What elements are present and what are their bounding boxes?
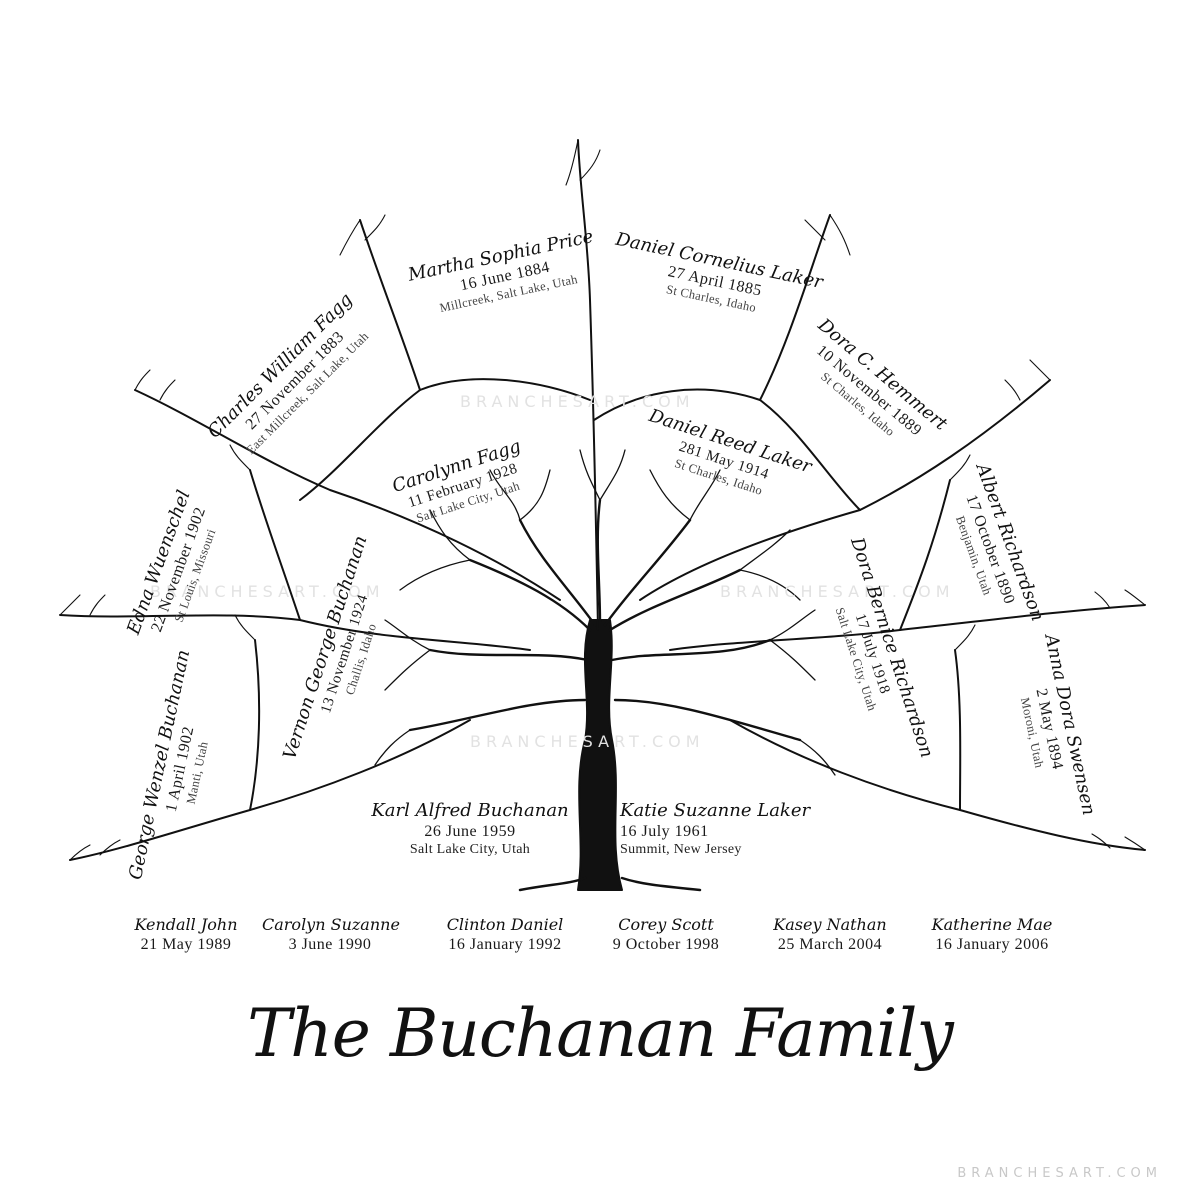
person-name: Corey Scott (618, 915, 714, 934)
birth-date: 9 October 1998 (612, 936, 720, 953)
person-name: Katherine Mae (931, 915, 1053, 934)
watermark-footer: BRANCHESART.COM (957, 1166, 1162, 1181)
child-card: Kasey Nathan 25 March 2004 (755, 915, 905, 955)
child-card: Kendall John 21 May 1989 (118, 915, 254, 955)
watermark: BRANCHESART.COM (720, 582, 955, 601)
watermark: BRANCHESART.COM (460, 392, 695, 411)
birth-date: 16 July 1961 (620, 823, 709, 840)
fan-branches (59, 139, 1146, 861)
tree-crown (408, 498, 802, 742)
birth-place: Salt Lake City, Utah (409, 842, 531, 857)
family-title: The Buchanan Family (247, 995, 954, 1072)
person-name: Clinton Daniel (446, 915, 564, 934)
person-name: Karl Alfred Buchanan (371, 800, 569, 821)
person-name: Kasey Nathan (773, 915, 887, 934)
watermark: BRANCHESART.COM (150, 582, 385, 601)
birth-place: Summit, New Jersey (620, 842, 742, 857)
child-card: Katherine Mae 16 January 2006 (912, 915, 1072, 955)
birth-date: 3 June 1990 (288, 936, 372, 953)
birth-date: 16 January 2006 (935, 936, 1049, 953)
child-card: Carolyn Suzanne 3 June 1990 (262, 915, 400, 955)
child-card: Corey Scott 9 October 1998 (598, 915, 734, 955)
child-card: Clinton Daniel 16 January 1992 (430, 915, 580, 955)
birth-date: 21 May 1989 (140, 936, 232, 953)
birth-date: 16 January 1992 (448, 936, 562, 953)
person-name: Carolyn Suzanne (262, 915, 400, 934)
couple-wife-card: Katie Suzanne Laker 16 July 1961 Summit,… (620, 800, 811, 857)
person-name: Katie Suzanne Laker (620, 800, 811, 821)
tree-roots (518, 876, 702, 892)
couple-husband-card: Karl Alfred Buchanan 26 June 1959 Salt L… (370, 800, 570, 857)
birth-date: 26 June 1959 (424, 823, 516, 840)
birth-date: 25 March 2004 (777, 936, 883, 953)
person-name: Kendall John (134, 915, 238, 934)
watermark: BRANCHESART.COM (470, 732, 705, 751)
